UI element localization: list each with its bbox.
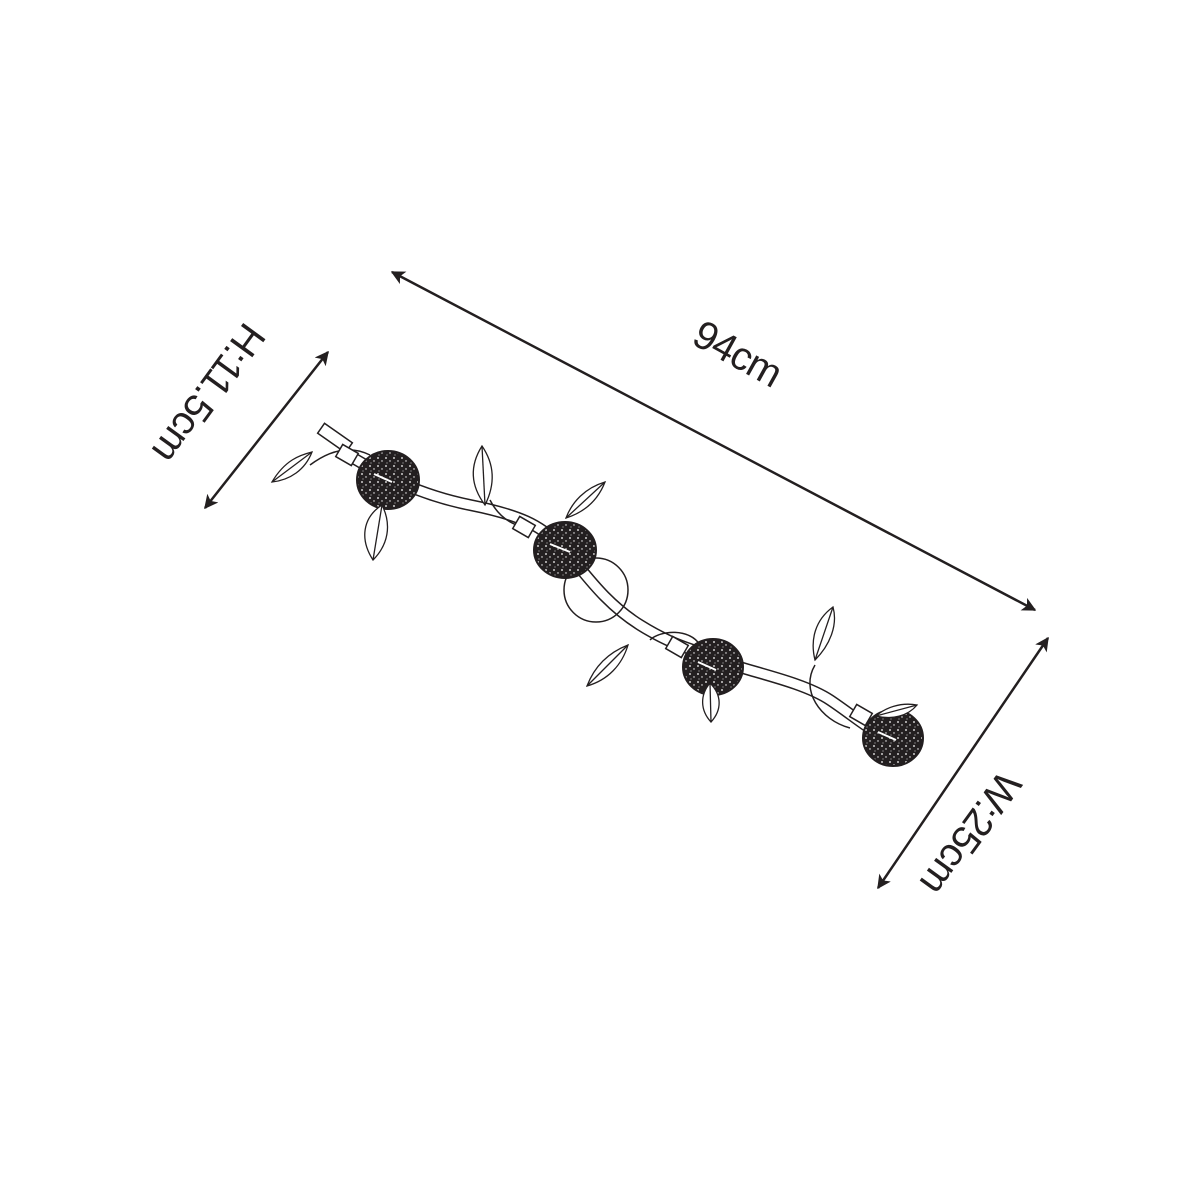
decorative-ring <box>563 557 629 623</box>
leaf-4 <box>564 480 607 520</box>
leaf-5 <box>585 643 630 687</box>
height-dimension-arrow <box>204 350 329 510</box>
leaves <box>270 444 919 723</box>
leaf-2 <box>364 504 389 562</box>
length-dimension-arrow <box>390 270 1037 612</box>
lamp-fixture <box>309 422 901 746</box>
leaf-1 <box>270 451 314 483</box>
leaf-8 <box>874 703 919 719</box>
leaf-7 <box>812 605 836 662</box>
lamp-head-1 <box>334 443 420 510</box>
lamp-head-2 <box>511 515 597 579</box>
lamp-head-3 <box>664 635 744 696</box>
leaf-6 <box>701 682 720 723</box>
leaf-3 <box>472 444 493 507</box>
width-dimension-arrow <box>876 636 1050 890</box>
